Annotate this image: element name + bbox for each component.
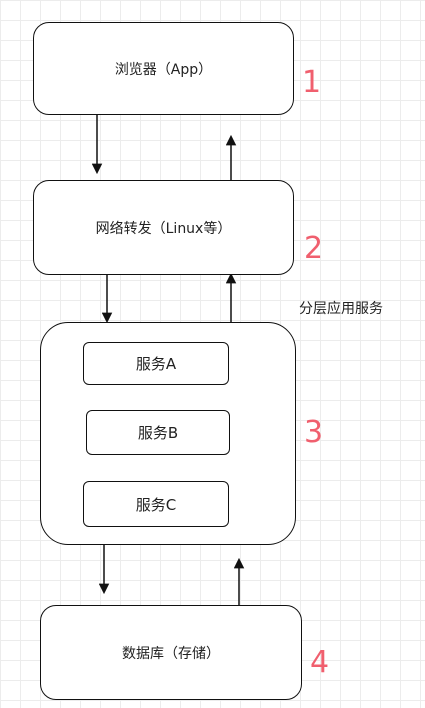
layer-number-3: 3 <box>304 415 324 450</box>
browser-box: 浏览器（App） <box>33 22 294 115</box>
service-b-box: 服务B <box>86 410 230 455</box>
service-c-label: 服务C <box>135 495 177 514</box>
annotation-text: 分层应用服务 <box>299 301 383 317</box>
service-b-label: 服务B <box>137 424 179 442</box>
layer-number-1: 1 <box>302 65 322 100</box>
network-label: 网络转发（Linux等） <box>95 220 232 237</box>
service-a-label: 服务A <box>135 355 177 373</box>
database-label: 数据库（存储） <box>122 645 220 662</box>
service-c-box: 服务C <box>83 481 229 527</box>
service-a-box: 服务A <box>83 342 229 385</box>
database-box: 数据库（存储） <box>40 605 302 700</box>
layer-number-4: 4 <box>310 645 330 680</box>
layer-number-2: 2 <box>304 231 324 266</box>
network-box: 网络转发（Linux等） <box>33 180 294 275</box>
browser-label: 浏览器（App） <box>114 61 213 78</box>
